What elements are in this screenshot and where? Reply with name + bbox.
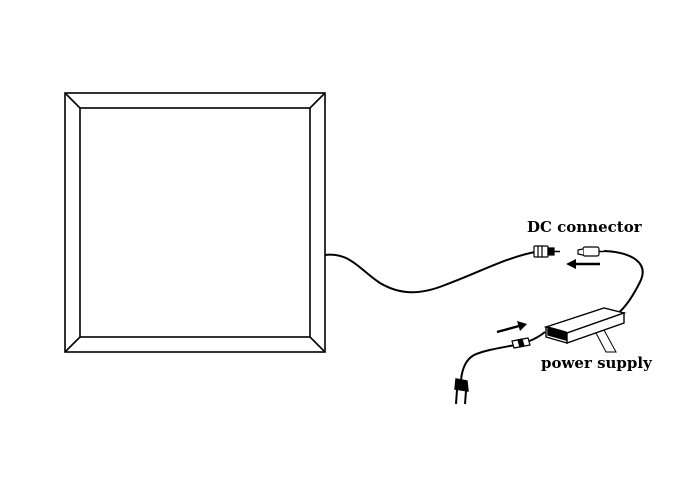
ac-cable-connector-icon (511, 337, 531, 349)
power-supply-callout (595, 329, 617, 353)
power-supply-icon (543, 307, 627, 344)
dc-cable (603, 250, 644, 315)
arrow-icon (566, 259, 600, 269)
dc-connector-label: DC connector (527, 218, 643, 236)
dc-connector-female-icon (577, 246, 604, 257)
power-supply-label: power supply (541, 354, 653, 372)
panel-cable (324, 251, 536, 294)
arrow-icon (496, 321, 527, 334)
dc-connector-male-icon (533, 245, 560, 258)
ac-plug-icon (454, 378, 469, 405)
led-panel-icon (64, 92, 326, 353)
ac-cable (460, 331, 546, 381)
